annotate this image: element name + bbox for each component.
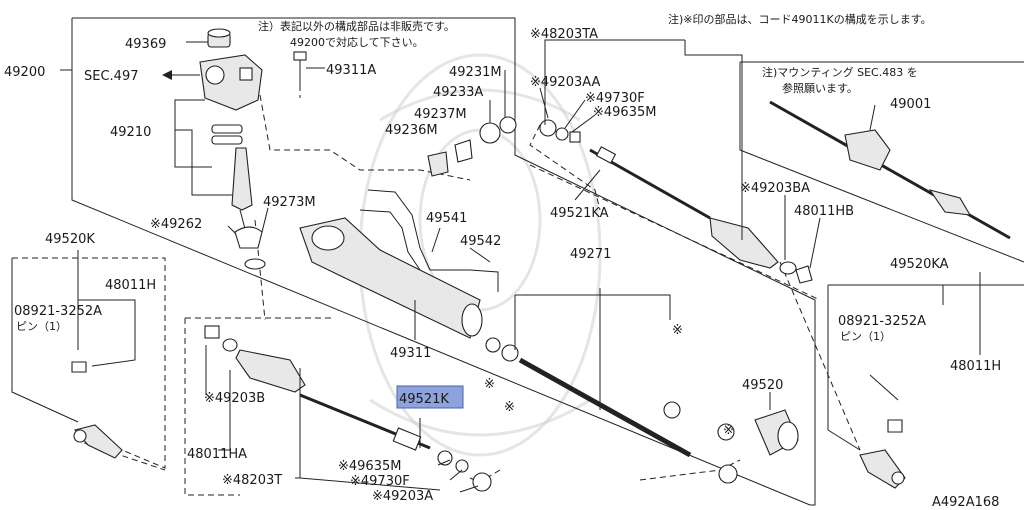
inset-frame [739, 61, 1024, 263]
assembly-frame [60, 17, 816, 506]
labels: 注）表記以外の構成部品は非販売です。 49200で対応して下さい。 注)※印の部… [4, 12, 1001, 510]
note-top-left: 注）表記以外の構成部品は非販売です。 [258, 19, 455, 33]
label-49730F-bot: ※49730F [350, 474, 410, 489]
star-mark-3: ※ [504, 400, 515, 415]
dashed-guides [74, 94, 861, 496]
bracket-49210 [174, 99, 232, 196]
label-48011HB: 48011HB [794, 204, 854, 219]
part-48203TA-boot[interactable] [709, 217, 813, 284]
label-08921-left: 08921-3252A [14, 304, 102, 319]
part-48203T-boot[interactable] [204, 325, 306, 393]
part-49262-cap[interactable] [227, 225, 266, 270]
left-tierod-frame [11, 257, 166, 469]
star-mark-2: ※ [484, 377, 495, 392]
label-49203A: ※49203A [372, 489, 433, 504]
label-49520: 49520 [742, 378, 783, 393]
label-48203TA: ※48203TA [530, 27, 598, 42]
part-49521KA-tierod[interactable] [539, 119, 711, 220]
label-48203T: ※48203T [222, 473, 282, 488]
leader-lines [77, 39, 981, 493]
part-49369-cap[interactable] [186, 28, 231, 48]
label-49271: 49271 [570, 247, 611, 262]
label-pin-right: ピン（1） [840, 330, 891, 343]
label-sec497: SEC.497 [84, 69, 139, 84]
part-49521K-tierod[interactable] [299, 393, 492, 492]
part-49541-pipes[interactable] [359, 189, 499, 292]
label-49542: 49542 [460, 234, 501, 249]
label-49237M: 49237M [414, 107, 467, 122]
part-49311-rack-housing[interactable] [299, 217, 483, 340]
label-49001: 49001 [890, 97, 931, 112]
label-49635M-bot: ※49635M [338, 459, 401, 474]
note-mounting-1: 注)マウンティング SEC.483 を [762, 65, 918, 79]
highlight-49521K [396, 385, 464, 409]
label-pin-left: ピン（1） [16, 320, 67, 333]
label-49635M-top: ※49635M [593, 105, 656, 120]
part-49520K-tierod-end[interactable] [71, 340, 123, 459]
part-49271-rack[interactable] [485, 337, 738, 484]
label-49231M: 49231M [449, 65, 502, 80]
label-48011HA: 48011HA [187, 447, 247, 462]
label-49730F-top: ※49730F [585, 91, 645, 106]
star-mark-1: ※ [672, 323, 683, 338]
label-49521K: 49521K [399, 392, 449, 407]
label-49521KA: 49521KA [550, 206, 609, 221]
note-mounting-2: 参照願います。 [782, 81, 858, 95]
label-48011H-left: 48011H [105, 278, 156, 293]
label-49273M: 49273M [263, 195, 316, 210]
part-49001-assembly[interactable] [769, 100, 1011, 240]
note-top-right: 注)※印の部品は、コード49011Kの構成を示します。 [668, 12, 932, 26]
label-49210: 49210 [110, 125, 151, 140]
diagram-code: A492A168 [932, 495, 999, 510]
label-49233A: 49233A [433, 85, 483, 100]
label-49369: 49369 [125, 37, 166, 52]
label-49520K: 49520K [45, 232, 95, 247]
label-49541: 49541 [426, 211, 467, 226]
label-49203B: ※49203B [204, 391, 265, 406]
label-49262: ※49262 [150, 217, 202, 232]
part-49311A-bolt[interactable] [293, 51, 325, 98]
part-gear-housing[interactable] [162, 54, 263, 111]
label-49520KA: 49520KA [890, 257, 949, 272]
label-49203BA: ※49203BA [740, 181, 810, 196]
label-48011H-right: 48011H [950, 359, 1001, 374]
label-49311: 49311 [390, 346, 431, 361]
right-tierod-frame [827, 284, 1024, 451]
part-49520-bushing[interactable] [754, 409, 799, 456]
leader-49273M [261, 207, 269, 233]
label-49311A: 49311A [326, 63, 376, 78]
part-49520KA-tierod-end[interactable] [859, 374, 906, 489]
note-top-left-2: 49200で対応して下さい。 [290, 35, 424, 49]
label-49236M: 49236M [385, 123, 438, 138]
label-49200: 49200 [4, 65, 45, 80]
label-49203AA: ※49203AA [530, 75, 601, 90]
part-small-seals[interactable] [427, 80, 517, 177]
part-seal-rings[interactable] [211, 124, 253, 241]
star-mark-4: ※ [723, 423, 734, 438]
label-08921-right: 08921-3252A [838, 314, 926, 329]
